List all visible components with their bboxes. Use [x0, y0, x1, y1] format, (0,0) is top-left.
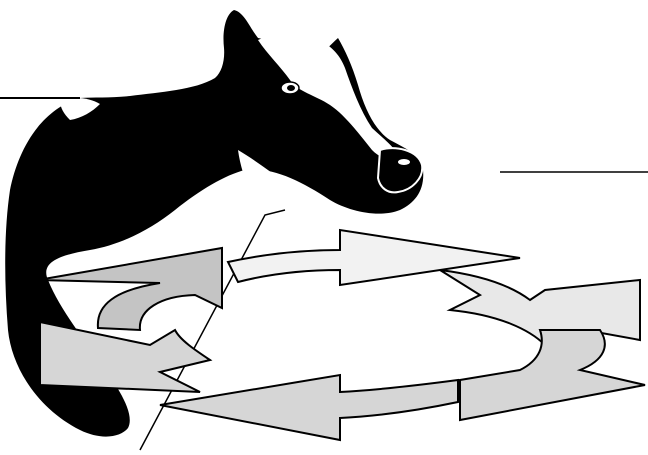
cycle-arrow-bottom-right: [460, 330, 645, 420]
cow-pupil: [287, 85, 295, 91]
cycle-arrow-right: [440, 270, 640, 345]
circular-arrows-icon: [38, 230, 645, 440]
cycle-arrow-left: [40, 322, 210, 392]
cycle-arrow-bottom: [160, 375, 458, 440]
cow-nostril: [398, 159, 410, 165]
